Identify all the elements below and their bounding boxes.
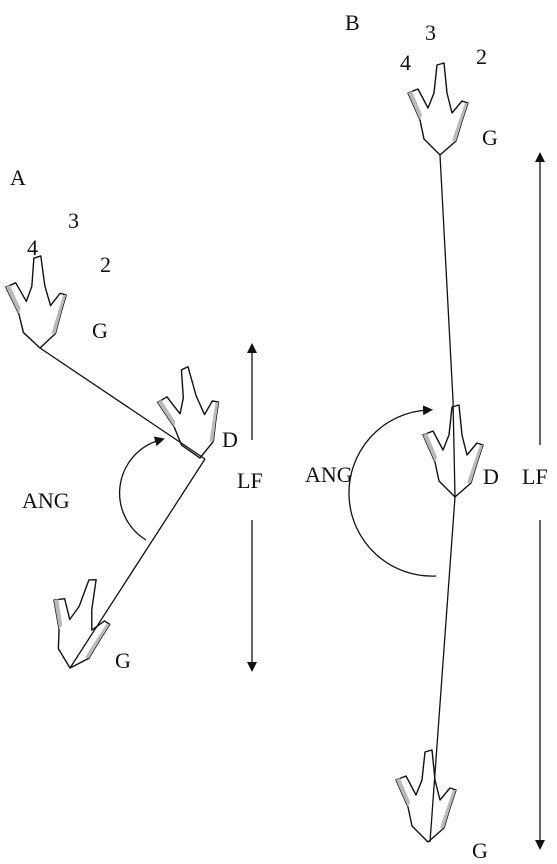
panel-a-print-label-g-top: G: [92, 318, 108, 343]
panel-b-angle-arc: [348, 405, 437, 577]
panel-a-footprint-left-top: [4, 254, 69, 350]
panel-b-footprint-top: [407, 62, 469, 156]
panel-b-print-label-d: D: [483, 464, 499, 489]
panel-b-digit-3: 3: [425, 20, 436, 45]
panel-b-label: B: [345, 10, 360, 35]
panel-b-footprint-bottom: [395, 749, 457, 843]
panel-a-length-label: LF: [237, 468, 263, 493]
panel-a-digit-3: 3: [68, 208, 79, 233]
panel-b-midline: [429, 154, 456, 843]
panel-a-print-label-d: D: [222, 427, 238, 452]
panel-a-step-line-upper: [39, 347, 206, 460]
panel-a-print-label-g-bottom: G: [115, 648, 131, 673]
panel-b-length-label: LF: [522, 464, 548, 489]
panel-b: B 4 3 2 G D G ANG LF: [305, 10, 548, 863]
panel-a: A 4 3 2 G D G ANG LF: [4, 165, 263, 676]
panel-a-digit-4: 4: [27, 235, 38, 260]
panel-b-print-label-g-bottom: G: [472, 838, 488, 863]
panel-a-digit-2: 2: [100, 252, 111, 277]
panel-a-footprint-left-bottom: [38, 570, 121, 676]
panel-b-digit-4: 4: [400, 50, 411, 75]
panel-a-step-line-lower: [69, 458, 206, 669]
panel-a-angle-label: ANG: [22, 488, 70, 513]
panel-a-label: A: [10, 165, 26, 190]
panel-b-angle-label: ANG: [305, 462, 353, 487]
panel-b-digit-2: 2: [476, 44, 487, 69]
panel-b-print-label-g-top: G: [482, 125, 498, 150]
panel-a-angle-arc: [118, 436, 165, 541]
